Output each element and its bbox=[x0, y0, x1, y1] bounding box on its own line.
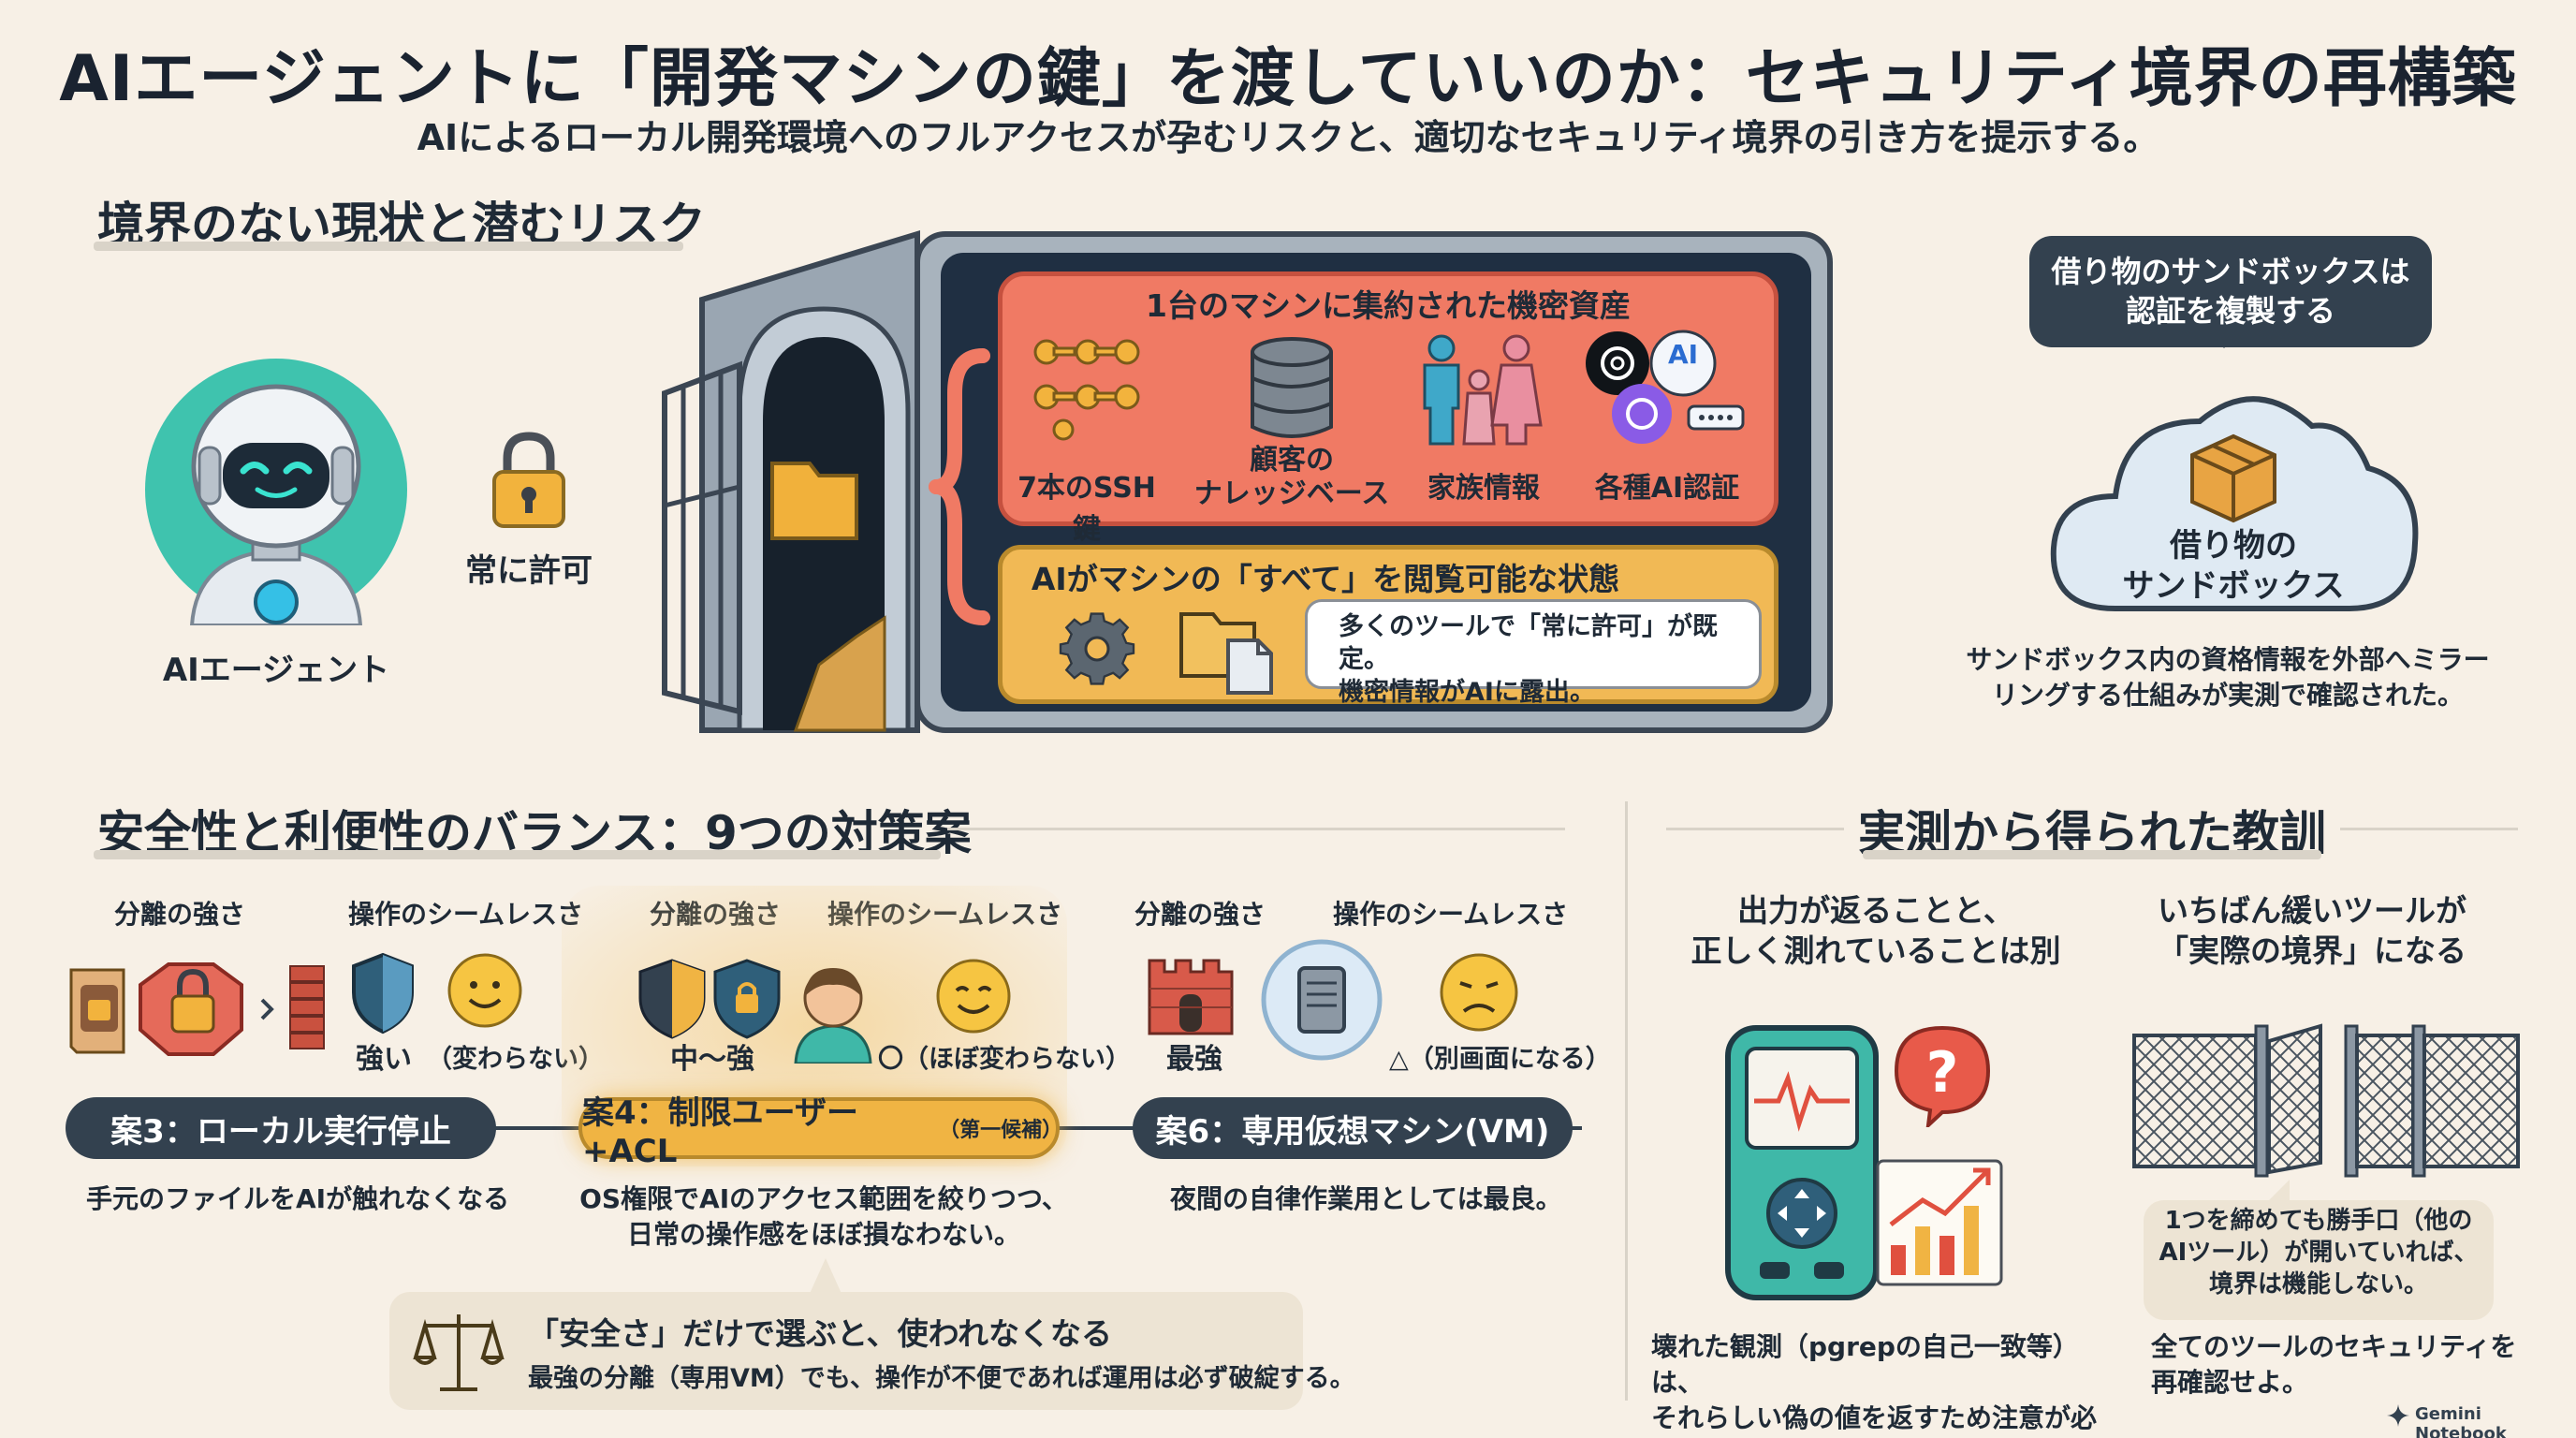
option6-fortress-icon bbox=[1146, 951, 1236, 1035]
option4-strength: 中〜強 bbox=[670, 1043, 754, 1076]
ai-badge: AI bbox=[1667, 339, 1699, 370]
ai-auth-icon bbox=[1580, 328, 1749, 449]
lesson-left-caption: 壊れた観測（pgrepの自己一致等）は、 それらしい偽の値を返すため注意が必要。 bbox=[1651, 1331, 2098, 1438]
option3-smile-icon bbox=[446, 951, 524, 1030]
fence-icon bbox=[2129, 1022, 2522, 1181]
option3-desc: 手元のファイルをAIが触れなくなる bbox=[86, 1183, 510, 1214]
footer-brand: Gemini Notebook bbox=[2415, 1404, 2507, 1438]
scale-icon bbox=[412, 1305, 505, 1399]
asset-label-knowledge: 顧客の ナレッジベース bbox=[1193, 444, 1390, 510]
balance-note-box bbox=[389, 1292, 1303, 1410]
lessons-divider-right bbox=[2340, 828, 2518, 830]
balance-note-body: 最強の分離（専用VM）でも、操作が不便であれば運用は必ず破綻する。 bbox=[528, 1364, 1355, 1393]
option4-shields-icon bbox=[637, 957, 786, 1041]
option6-desc: 夜間の自律作業用としては最良。 bbox=[1170, 1183, 1562, 1214]
assets-title: 1台のマシンに集約された機密資産 bbox=[1146, 287, 1631, 324]
option3-strength: 強い bbox=[356, 1043, 412, 1076]
option4-smile-icon bbox=[934, 957, 1013, 1035]
asset-label-ssh: 7本のSSH鍵 bbox=[1017, 472, 1156, 546]
sandbox-label: 借り物の サンドボックス bbox=[2122, 527, 2345, 605]
note-pointer bbox=[809, 1258, 842, 1296]
page-title: AIエージェントに「開発マシンの鍵」を渡していいのか：セキュリティ境界の再構築 bbox=[59, 42, 2517, 116]
option6-seamless: △（別画面になる） bbox=[1389, 1045, 1611, 1074]
sandbox-caption: サンドボックス内の資格情報を外部へミラー リングする仕組みが実測で確認された。 bbox=[1966, 644, 2490, 711]
svg-text:?: ? bbox=[1926, 1040, 1959, 1106]
meter-device-icon bbox=[1722, 1022, 1881, 1303]
gear-icon bbox=[1052, 607, 1142, 691]
visibility-title: AIがマシンの「すべて」を閲覧可能な状態 bbox=[1031, 561, 1620, 597]
growth-chart-icon bbox=[1876, 1159, 2003, 1286]
option4-user-icon bbox=[786, 961, 880, 1065]
risk-section-underline bbox=[94, 242, 683, 251]
option4-seamless: 〇（ほぼ変わらない） bbox=[878, 1045, 1131, 1074]
family-icon bbox=[1413, 333, 1544, 446]
option6-frown-icon bbox=[1438, 951, 1520, 1034]
option3-name: 案3：ローカル実行停止 bbox=[110, 1112, 451, 1151]
agent-label: AIエージェント bbox=[162, 652, 390, 689]
option6-isolation-label: 分離の強さ bbox=[1134, 899, 1266, 930]
column-divider bbox=[1625, 801, 1628, 1401]
fence-note-box bbox=[2144, 1200, 2494, 1320]
balance-section-underline bbox=[94, 850, 941, 859]
sandbox-bubble-tail bbox=[2205, 326, 2243, 348]
option3-shield-icon bbox=[350, 951, 416, 1035]
lessons-section-underline bbox=[1863, 850, 2321, 859]
lesson-right-caption: 全てのツールのセキュリティを 再確認せよ。 bbox=[2151, 1331, 2517, 1398]
box-icon bbox=[2187, 431, 2280, 524]
asset-label-ai-auth: 各種AI認証 bbox=[1594, 472, 1740, 505]
always-allow-label: 常に許可 bbox=[465, 552, 593, 590]
option6-strength: 最強 bbox=[1166, 1043, 1222, 1076]
question-bubble-icon: ? bbox=[1891, 1024, 1994, 1131]
option6-name: 案6：専用仮想マシン(VM) bbox=[1155, 1112, 1550, 1151]
option4-name: 案4：制限ユーザー+ACL bbox=[582, 1093, 858, 1170]
keys-icon bbox=[1026, 331, 1148, 444]
lesson-right-note: 1つを締めても勝手口（他の AIツール）が開いていれば、 境界は機能しない。 bbox=[2159, 1207, 2479, 1299]
option4-name-tag: （第一候補） bbox=[939, 1119, 1063, 1142]
option6-pill[interactable]: 案6：専用仮想マシン(VM) bbox=[1133, 1097, 1573, 1159]
option3-lock-icon bbox=[66, 947, 346, 1069]
lesson-left-title: 出力が返ることと、 正しく測れていることは別 bbox=[1690, 892, 2061, 969]
database-icon bbox=[1245, 333, 1339, 446]
option3-isolation-label: 分離の強さ bbox=[114, 899, 246, 930]
gemini-logo-icon bbox=[2387, 1404, 2409, 1427]
asset-label-family: 家族情報 bbox=[1427, 472, 1540, 505]
robot-avatar bbox=[140, 354, 412, 627]
visibility-note-box bbox=[1305, 599, 1762, 689]
balance-divider bbox=[947, 828, 1565, 830]
lesson-right-title: いちばん緩いツールが 「実際の境界」になる bbox=[2158, 892, 2466, 969]
option4-desc: OS権限でAIのアクセス範囲を絞りつつ、 日常の操作感をほぼ損なわない。 bbox=[579, 1183, 1068, 1250]
padlock-icon bbox=[487, 429, 571, 532]
option6-vm-icon bbox=[1258, 936, 1385, 1064]
option3-seamless-label: 操作のシームレスさ bbox=[348, 899, 584, 930]
visibility-note: 多くのツールで「常に許可」が既定。 機密情報がAIに露出。 bbox=[1339, 612, 1718, 708]
option4-pill[interactable]: 案4：制限ユーザー+ACL （第一候補） bbox=[578, 1094, 1063, 1170]
balance-note-title: 「安全さ」だけで選ぶと、使われなくなる bbox=[528, 1315, 1113, 1352]
sandbox-bubble: 借り物のサンドボックスは 認証を複製する bbox=[2029, 236, 2432, 348]
option6-seamless-label: 操作のシームレスさ bbox=[1333, 899, 1569, 930]
lessons-divider-left bbox=[1666, 828, 1844, 830]
files-icon bbox=[1176, 603, 1279, 695]
option3-pill[interactable]: 案3：ローカル実行停止 bbox=[66, 1097, 496, 1159]
page-subtitle: AIによるローカル開発環境へのフルアクセスが孕むリスクと、適切なセキュリティ境界… bbox=[417, 117, 2159, 158]
